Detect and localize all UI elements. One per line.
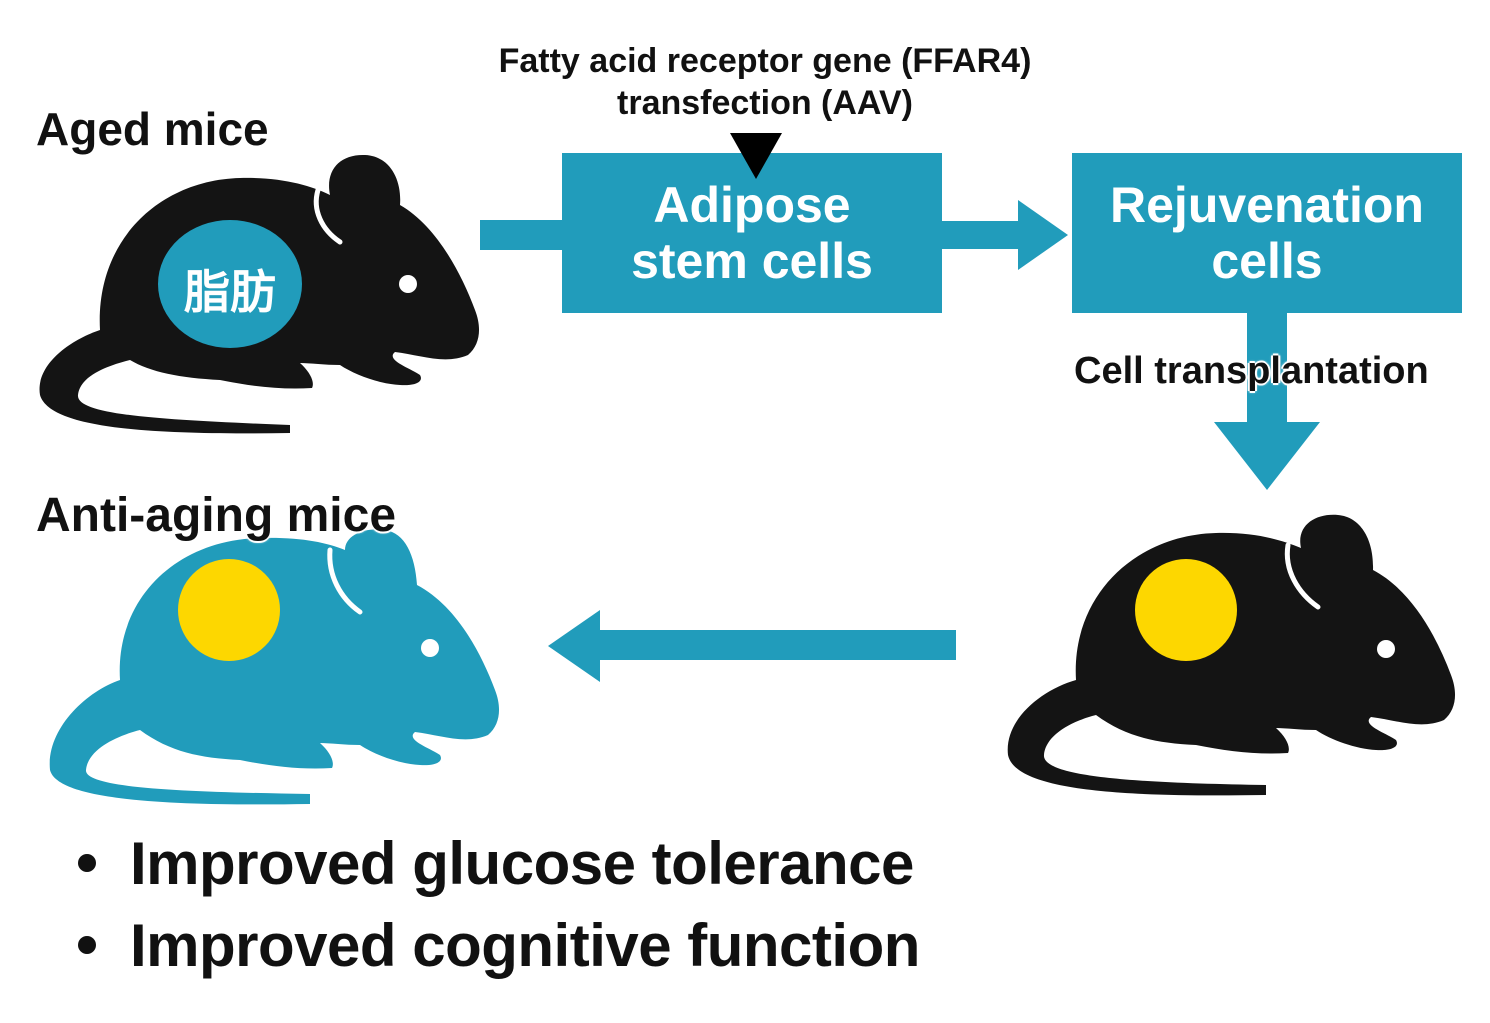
- transfection-label-line2: transfection (AAV): [617, 84, 913, 122]
- fat-circle-yellow: [1135, 559, 1237, 661]
- fat-label: 脂肪: [184, 266, 276, 318]
- transfection-label-line1: Fatty acid receptor gene (FFAR4): [498, 42, 1032, 80]
- rejuvenation-box-line1: Rejuvenation: [1110, 177, 1424, 233]
- adipose-box-line2: stem cells: [631, 233, 873, 289]
- rejuvenation-cells-box: Rejuvenation cells: [1072, 153, 1462, 313]
- arrow-to-adipose: [480, 220, 570, 250]
- transfection-label: Fatty acid receptor gene (FFAR4) transfe…: [480, 40, 1050, 124]
- aged-mouse-icon: [39, 154, 480, 434]
- ear-line: [327, 547, 363, 615]
- outcome-text: Improved glucose tolerance: [130, 829, 914, 897]
- aged-mice-label: Aged mice: [36, 103, 269, 155]
- fat-circle-yellow: [178, 559, 280, 661]
- adipose-stem-cells-box: Adipose stem cells: [562, 153, 942, 313]
- mouse-eye: [1377, 640, 1395, 658]
- mouse-body: [49, 529, 500, 805]
- arrow-adipose-to-rejuvenation: [942, 200, 1068, 270]
- arrow-to-anti-aging: [548, 610, 956, 682]
- outcome-item: Improved glucose tolerance: [78, 822, 920, 904]
- bullet-icon: [78, 936, 96, 954]
- ear-line: [313, 187, 343, 245]
- mouse-eye: [421, 639, 439, 657]
- transfection-pointer-icon: [730, 133, 782, 179]
- outcome-item: Improved cognitive function: [78, 904, 920, 986]
- outcomes-list: Improved glucose tolerance Improved cogn…: [78, 822, 920, 986]
- mouse-eye: [399, 275, 417, 293]
- ear-line: [1284, 542, 1321, 610]
- rejuvenation-box-line2: cells: [1211, 233, 1323, 289]
- cell-transplantation-label: Cell transplantation: [1074, 350, 1429, 392]
- anti-aging-mice-label: Anti-aging mice: [36, 489, 397, 542]
- anti-aging-mouse-icon: [49, 529, 500, 805]
- recipient-mouse-icon: [1007, 514, 1456, 796]
- outcome-text: Improved cognitive function: [130, 911, 920, 979]
- adipose-box-line1: Adipose: [653, 177, 851, 233]
- fat-circle: [158, 220, 302, 348]
- arrow-down-transplant: [1214, 312, 1320, 490]
- mouse-body: [1007, 514, 1456, 796]
- bullet-icon: [78, 854, 96, 872]
